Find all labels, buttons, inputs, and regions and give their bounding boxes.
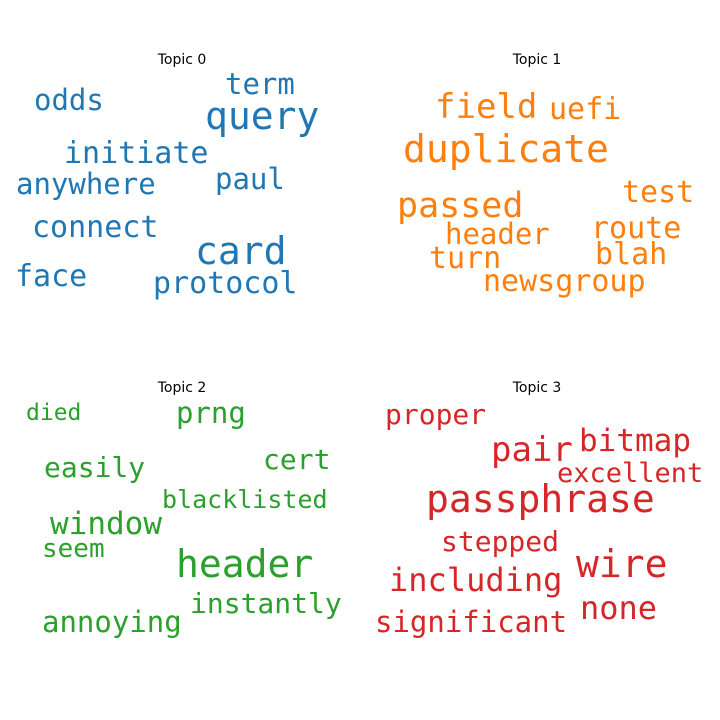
topic-2-title: Topic 2 [157,380,207,396]
topic-2-word: prng [176,396,246,430]
topic-3-word: excellent [557,458,704,489]
topic-0-word: paul [215,162,285,196]
topic-0-word: protocol [153,266,298,301]
topic-1-word: passed [397,186,524,226]
topic-2-cloud: header window prng died easily cert blac… [12,380,352,680]
topic-0-word: term [225,67,295,101]
topic-3-panel: Topic 3 passphrase wire pair bitmap prop… [367,380,707,680]
topic-3-word: including [389,561,563,599]
topic-0-word: card [195,229,287,273]
topic-0-word: anywhere [16,167,156,201]
topic-2-word: seem [42,534,105,564]
topic-1-word: uefi [549,92,622,127]
topic-2-panel: Topic 2 header window prng died easily c… [12,380,352,680]
topic-3-word: wire [576,542,668,586]
topic-2-word: blacklisted [162,485,328,514]
topic-1-word: duplicate [403,127,609,171]
topic-3-cloud: passphrase wire pair bitmap proper excel… [367,380,707,680]
topic-0-word: odds [34,83,104,117]
topic-1-title: Topic 1 [512,52,562,68]
topic-1-word: turn [429,241,502,276]
topic-3-word: passphrase [426,477,655,521]
topic-0-word: connect [32,210,159,245]
topic-2-word: cert [263,443,331,476]
topic-3-word: stepped [441,525,560,558]
topic-2-word: easily [44,451,146,484]
topic-0-word: face [15,259,88,294]
topic-2-word: instantly [190,587,342,620]
topic-1-cloud: duplicate field uefi passed test header … [367,52,707,352]
topic-0-panel: Topic 0 query card initiate anywhere con… [12,52,352,352]
topic-3-word: none [580,589,658,627]
topic-0-word: initiate [64,136,209,171]
topic-1-word: blah [595,237,668,272]
topic-1-word: route [591,211,682,246]
topic-0-title: Topic 0 [157,52,207,68]
topic-1-panel: Topic 1 duplicate field uefi passed test… [367,52,707,352]
topic-1-word: field [435,87,538,127]
topic-2-word: window [50,506,162,542]
topic-2-word: header [176,542,314,586]
topic-3-word: significant [375,605,568,639]
topic-3-word: bitmap [579,423,691,459]
topic-1-word: header [445,217,550,251]
topic-0-word: query [205,94,320,138]
topic-2-word: died [26,400,82,426]
topic-1-word: test [622,175,695,210]
topic-0-cloud: query card initiate anywhere connect pro… [12,52,352,352]
topic-1-word: newsgroup [483,264,646,299]
topic-3-title: Topic 3 [512,380,562,396]
topic-2-word: annoying [42,605,182,639]
topic-3-word: proper [385,398,487,431]
topic-3-word: pair [491,430,573,470]
